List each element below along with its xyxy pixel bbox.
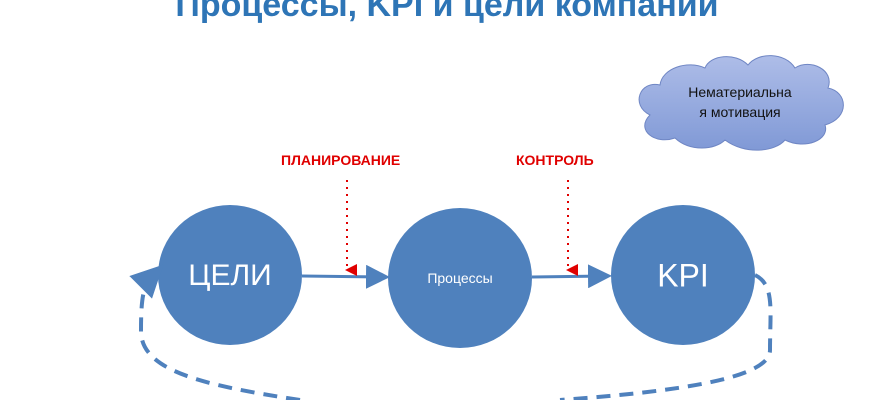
cloud-text: Нематериальна я мотивация xyxy=(660,82,820,122)
node-goals-circle xyxy=(158,205,302,345)
page-title: Процессы, KPI и цели компании xyxy=(175,0,719,24)
cloud-line-1: Нематериальна xyxy=(688,84,792,100)
planning-label: ПЛАНИРОВАНИЕ xyxy=(281,152,401,168)
feedback-dashed-arrow xyxy=(141,275,773,400)
arrow-goals-to-processes xyxy=(301,264,390,289)
node-kpi-label: KPI xyxy=(657,257,709,294)
node-processes-label: Процессы xyxy=(427,270,493,286)
node-kpi-circle xyxy=(611,205,755,345)
cloud-line-2: я мотивация xyxy=(699,104,781,120)
cloud-shape xyxy=(638,55,844,151)
arrow-processes-to-kpi xyxy=(531,264,612,289)
node-processes-circle xyxy=(388,208,532,348)
node-goals-label: ЦЕЛИ xyxy=(188,259,272,292)
control-label: КОНТРОЛЬ xyxy=(516,152,594,168)
